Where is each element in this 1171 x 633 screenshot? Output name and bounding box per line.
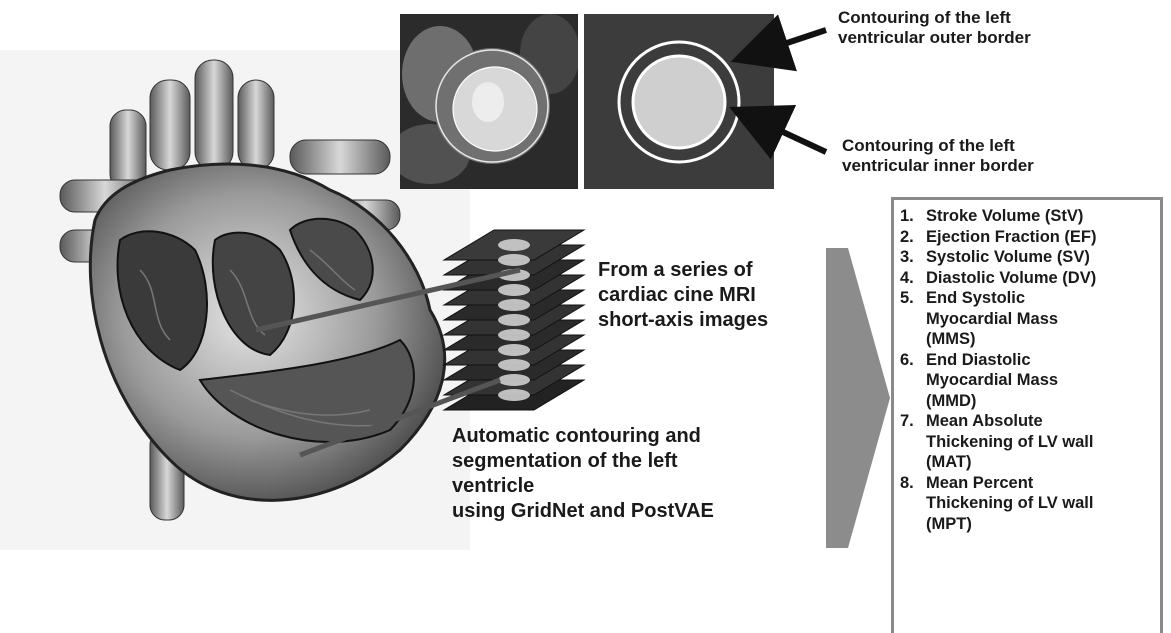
mri-short-axis-icon <box>400 14 578 189</box>
metric-number: 1. <box>900 206 926 227</box>
contour-diagram-icon <box>584 14 774 189</box>
metric-number: 3. <box>900 247 926 268</box>
series-label: From a series of cardiac cine MRI short-… <box>598 258 838 333</box>
outer-border-label: Contouring of the left ventricular outer… <box>838 8 1158 49</box>
metric-number: 4. <box>900 268 926 289</box>
metric-item: 1.Stroke Volume (StV) <box>900 206 1160 227</box>
mri-stack-icon <box>434 220 594 420</box>
metrics-panel: 1.Stroke Volume (StV) 2.Ejection Fractio… <box>891 197 1163 633</box>
metric-text: Systolic Volume (SV) <box>926 247 1090 268</box>
metric-number: 6. <box>900 350 926 412</box>
metric-item: 3.Systolic Volume (SV) <box>900 247 1160 268</box>
metric-text: Ejection Fraction (EF) <box>926 227 1097 248</box>
metric-item: 4.Diastolic Volume (DV) <box>900 268 1160 289</box>
metric-number: 5. <box>900 288 926 350</box>
metric-item: 7.Mean Absolute Thickening of LV wall (M… <box>900 411 1160 473</box>
metric-number: 7. <box>900 411 926 473</box>
metric-item: 8.Mean Percent Thickening of LV wall (MP… <box>900 473 1160 535</box>
metric-text: End Systolic Myocardial Mass (MMS) <box>926 288 1058 350</box>
mri-short-axis-image <box>400 14 578 189</box>
inner-border-label: Contouring of the left ventricular inner… <box>842 136 1162 177</box>
metric-item: 2.Ejection Fraction (EF) <box>900 227 1160 248</box>
metric-text: Stroke Volume (StV) <box>926 206 1083 227</box>
metric-number: 2. <box>900 227 926 248</box>
mri-slice-stack <box>434 220 594 420</box>
contour-diagram <box>584 14 774 189</box>
metric-text: Mean Percent Thickening of LV wall (MPT) <box>926 473 1093 535</box>
metric-text: Diastolic Volume (DV) <box>926 268 1096 289</box>
metric-text: Mean Absolute Thickening of LV wall (MAT… <box>926 411 1093 473</box>
metric-number: 8. <box>900 473 926 535</box>
metric-item: 5.End Systolic Myocardial Mass (MMS) <box>900 288 1160 350</box>
automatic-segmentation-label: Automatic contouring and segmentation of… <box>452 424 812 524</box>
metric-item: 6.End Diastolic Myocardial Mass (MMD) <box>900 350 1160 412</box>
metric-text: End Diastolic Myocardial Mass (MMD) <box>926 350 1058 412</box>
metrics-list: 1.Stroke Volume (StV) 2.Ejection Fractio… <box>894 200 1160 534</box>
